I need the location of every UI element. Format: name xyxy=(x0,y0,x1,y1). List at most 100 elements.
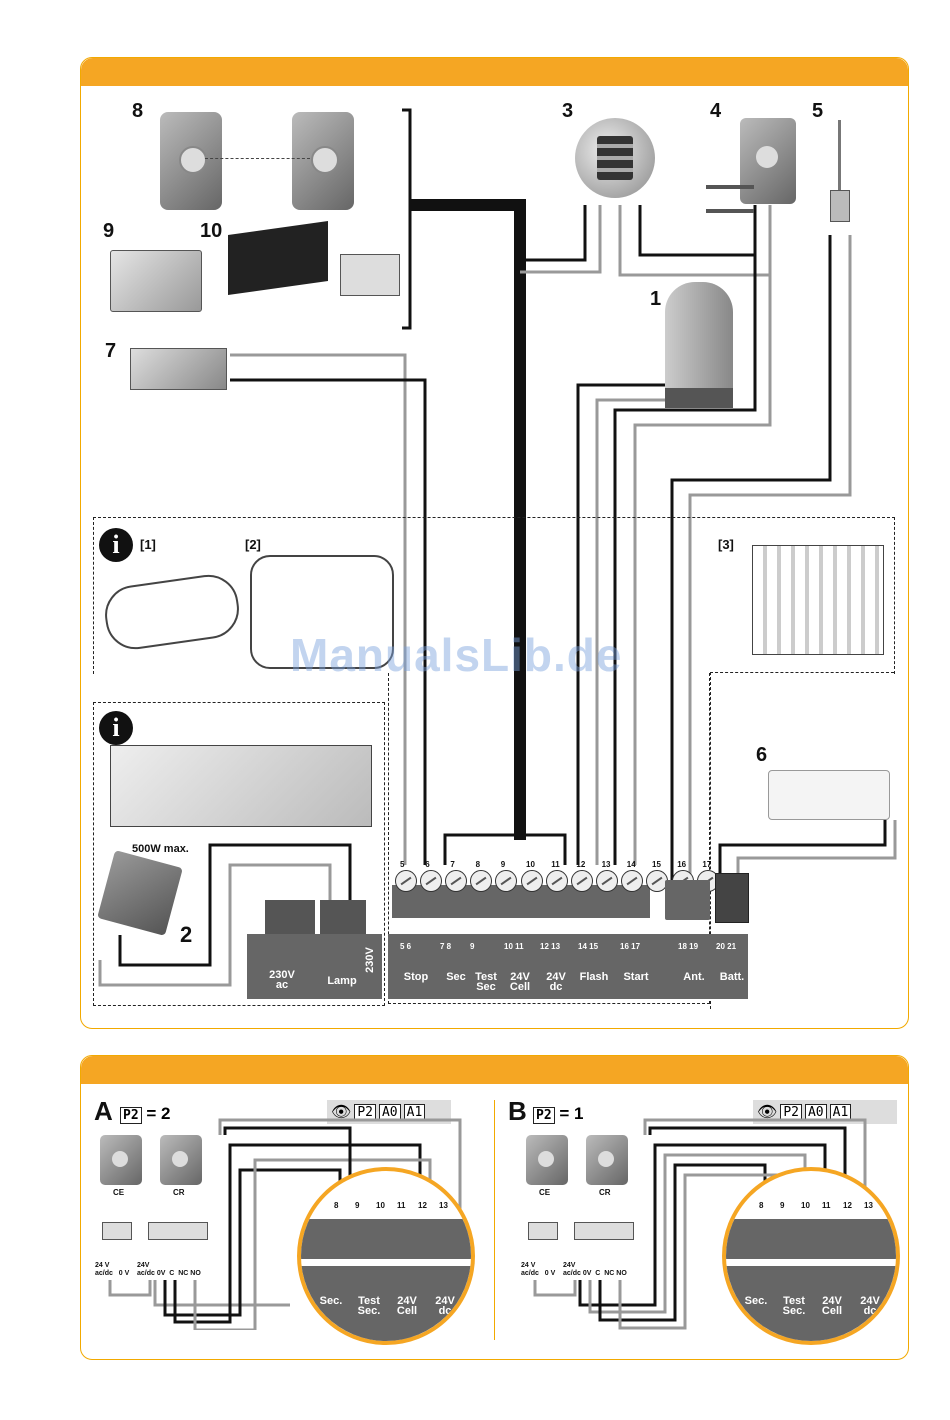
zoom-terminal-number: 12 xyxy=(418,1201,427,1210)
zoom-function-label: Sec. xyxy=(744,1295,768,1307)
section-a-param: P2 = 2 xyxy=(120,1104,171,1124)
zoom-function-label: 24V Cell xyxy=(396,1295,418,1317)
terminal-number: 8 xyxy=(475,860,481,869)
device-number-4: 4 xyxy=(710,100,722,122)
antenna-icon xyxy=(830,120,850,235)
function-terminal-number: 10 11 xyxy=(504,942,524,951)
terminal-number: 7 xyxy=(450,860,455,869)
param-b-value: = 1 xyxy=(559,1104,584,1123)
cable-illustration xyxy=(110,745,372,827)
eye-icon: 👁 xyxy=(331,1104,352,1121)
zoom-terminal-number: 13 xyxy=(864,1201,873,1210)
flashing-light-icon xyxy=(665,282,733,408)
terminal-number: 16 xyxy=(677,860,687,869)
terminal-number: 10 xyxy=(526,860,535,869)
section-divider xyxy=(494,1100,495,1340)
zoom-terminal-number: 9 xyxy=(355,1201,360,1210)
ce-label-b: CE xyxy=(539,1188,551,1197)
zoom-labels-b: Sec. Test Sec. 24V Cell 24V dc xyxy=(738,1295,896,1326)
zoom-terminal-number: 10 xyxy=(801,1201,810,1210)
beam-line xyxy=(205,158,310,159)
function-terminal-number: 12 13 xyxy=(540,942,561,951)
board-illustration xyxy=(752,545,884,655)
info-box-power xyxy=(93,702,385,1006)
photocell-emitter-icon xyxy=(160,112,222,210)
terminal-screws xyxy=(393,870,720,892)
function-label: 24V dc xyxy=(546,971,566,993)
function-label: Stop xyxy=(403,971,429,983)
terminal-number: 9 xyxy=(500,860,506,869)
function-label: Start xyxy=(623,971,649,983)
function-label: Flash xyxy=(579,971,609,983)
ce-photocell-icon xyxy=(100,1135,142,1185)
terminal-screw xyxy=(444,870,467,892)
info-step-1: [1] xyxy=(140,537,156,552)
zoom-function-label: Test Sec. xyxy=(782,1295,806,1317)
terminal-number: 15 xyxy=(652,860,661,869)
230v-label: 230V xyxy=(364,947,376,973)
lamp-terminal xyxy=(320,900,366,934)
battery-terminal xyxy=(715,873,749,923)
zoom-terminal-number: 9 xyxy=(780,1201,785,1210)
info-step-2: [2] xyxy=(245,537,261,552)
section-a-letter: A xyxy=(94,1096,113,1126)
photocell-receiver-icon xyxy=(292,112,354,210)
info-box-install xyxy=(93,517,895,674)
panel-header-bar xyxy=(81,58,908,86)
keypad-icon xyxy=(575,118,655,198)
zoom-terminal-number: 8 xyxy=(759,1201,764,1210)
function-terminal-number: 5 6 xyxy=(400,942,412,951)
terminal-screw xyxy=(520,870,543,892)
terminal-number: 13 xyxy=(601,860,611,869)
function-label: Test Sec xyxy=(475,971,497,993)
terminal-screw xyxy=(495,870,518,892)
zoom-terminal-number: 7 xyxy=(738,1201,743,1210)
board-area xyxy=(388,673,710,1004)
device-number-8: 8 xyxy=(132,100,144,122)
zoom-function-label: 24V dc xyxy=(860,1295,880,1317)
info-step-3: [3] xyxy=(718,537,734,552)
safety-edge-box-icon xyxy=(340,254,400,296)
cr-term-labels-a: 24V ac/dc 0V C NC NO xyxy=(137,1262,201,1277)
function-label: Batt. xyxy=(719,971,745,983)
zoom-terminal-number: 7 xyxy=(313,1201,318,1210)
zoom-labels-a: Sec. Test Sec. 24V Cell 24V dc xyxy=(313,1295,471,1326)
zoom-terminal-number: 10 xyxy=(376,1201,385,1210)
ce-term-labels-a: 24 V ac/dc 0 V xyxy=(95,1262,130,1277)
ce-term-labels-b: 24 V ac/dc 0 V xyxy=(521,1262,556,1277)
antenna-terminal xyxy=(665,880,710,920)
terminal-screw xyxy=(470,870,493,892)
cr-label-b: CR xyxy=(599,1188,611,1197)
cr-label-a: CR xyxy=(173,1188,185,1197)
watermark: ManualsLib.de xyxy=(290,629,623,681)
terminal-number: 5 xyxy=(400,860,405,869)
wiring-a xyxy=(108,1118,462,1330)
terminal-screw xyxy=(570,870,593,892)
device-number-10: 10 xyxy=(200,220,223,242)
terminal-screw xyxy=(545,870,568,892)
zoom-function-label: Test Sec. xyxy=(357,1295,381,1317)
zoom-function-label: 24V Cell xyxy=(821,1295,843,1317)
zoom-function-label: Sec. xyxy=(319,1295,343,1307)
mains-terminal xyxy=(265,900,315,934)
panel-header-bar-2 xyxy=(81,1056,908,1084)
eye-icon: 👁 xyxy=(757,1104,778,1121)
ce-photocell-icon xyxy=(526,1135,568,1185)
cr-photocell-icon xyxy=(586,1135,628,1185)
zoom-terminal-number: 11 xyxy=(822,1201,831,1210)
device-number-2: 2 xyxy=(180,922,193,947)
cr-term-labels-b: 24V ac/dc 0V C NC NO xyxy=(563,1262,627,1277)
zoom-function-label: 24V dc xyxy=(435,1295,455,1317)
terminal-number: 12 xyxy=(576,860,586,869)
function-terminal-number: 14 15 xyxy=(578,942,599,951)
cr-photocell-icon xyxy=(160,1135,202,1185)
battery-area xyxy=(710,672,894,1009)
zoom-terminal-number: 11 xyxy=(397,1201,406,1210)
ce-label-a: CE xyxy=(113,1188,125,1197)
device-number-9: 9 xyxy=(103,220,115,242)
